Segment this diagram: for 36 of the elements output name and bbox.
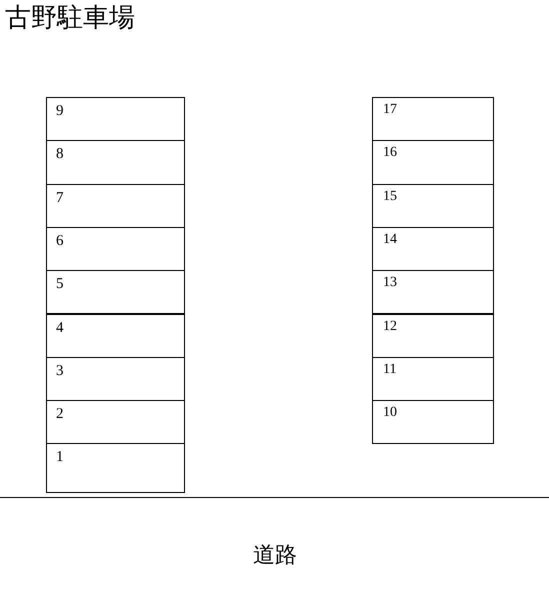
parking-space [372, 140, 494, 185]
title: 古野駐車場 [5, 3, 135, 33]
parking-space [372, 270, 494, 314]
space-number: 4 [56, 320, 64, 336]
parking-space [46, 97, 185, 142]
space-number: 11 [383, 360, 396, 378]
parking-space [46, 226, 185, 272]
parking-space [372, 356, 494, 402]
space-number: 7 [56, 190, 64, 207]
space-number: 13 [383, 274, 397, 292]
parking-space [372, 226, 494, 272]
parking-space [372, 400, 494, 444]
parking-space [372, 314, 494, 358]
space-number: 8 [56, 146, 64, 164]
space-number: 10 [383, 404, 397, 422]
road-label: 道路 [253, 542, 297, 568]
space-number: 5 [56, 276, 64, 294]
space-number: 17 [383, 101, 397, 118]
parking-space [372, 184, 494, 228]
space-number: 1 [56, 449, 64, 466]
parking-space [46, 140, 185, 185]
parking-space [46, 356, 185, 402]
space-number: 6 [56, 232, 64, 250]
parking-space [46, 400, 185, 444]
parking-space [46, 270, 185, 314]
space-number: 2 [56, 406, 64, 424]
parking-space [372, 97, 494, 142]
space-number: 12 [383, 318, 397, 334]
space-number: 14 [383, 230, 397, 248]
space-number: 16 [383, 144, 397, 162]
parking-space [46, 184, 185, 228]
parking-space [46, 443, 185, 494]
space-number: 3 [56, 362, 64, 380]
parking-space [46, 314, 185, 358]
space-number: 15 [383, 188, 397, 205]
space-number: 9 [56, 103, 64, 120]
